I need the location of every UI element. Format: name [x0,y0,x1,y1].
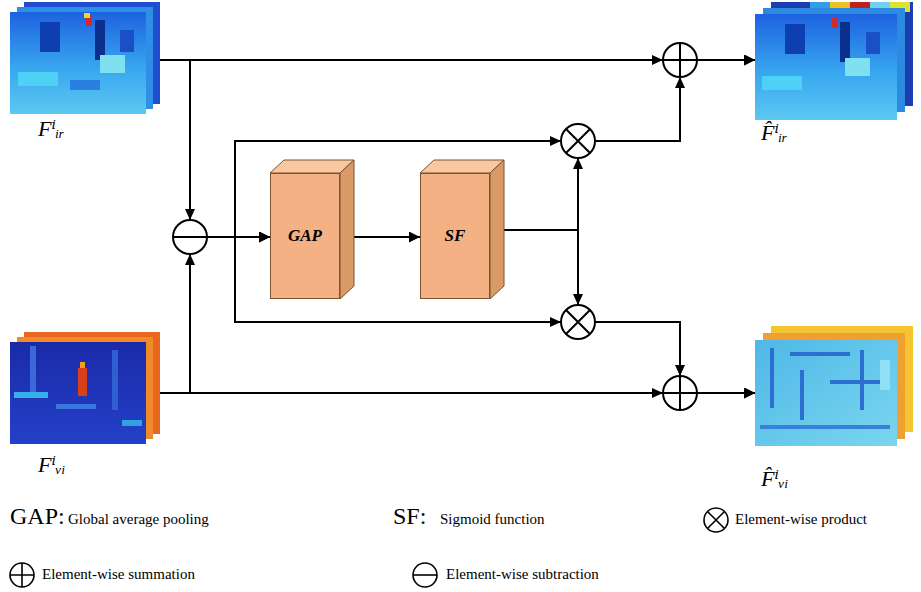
connector-arrow [490,60,755,230]
summation-symbol [663,376,697,410]
image-spacer [10,332,160,444]
subtraction-symbol [173,220,207,254]
feature-map [755,2,913,120]
legend-entry: Element-wise product [735,511,867,528]
feature-map-node: F̂ⁱᵥᵢ [755,326,913,492]
feature-map [755,326,913,446]
legend-entry: Global average pooling [68,511,209,528]
legend-text: Sigmoid function [440,511,545,527]
summation-symbol [663,43,697,77]
legend-entry: Element-wise subtraction [446,566,599,583]
connector-arrow [160,60,270,237]
product-symbol [704,508,728,532]
box-depth [270,160,504,299]
product-symbol [561,305,595,339]
feature-map-node: Fⁱᵢᵣ [10,2,160,142]
module-box: SF [420,173,490,299]
legend-text: Element-wise product [735,511,867,527]
legend-key: SF: [393,503,426,530]
image-spacer [755,326,913,446]
connector-arrow [490,230,755,393]
module-label: SF [445,226,466,246]
legend-text: Element-wise summation [42,566,195,582]
feature-label: Fⁱᵥᵢ [10,452,160,478]
feature-label: Fⁱᵢᵣ [10,116,160,142]
legend-text: Global average pooling [68,511,209,527]
arrowhead [185,55,685,398]
module-box: GAP [270,173,340,299]
feature-map-node: Fⁱᵥᵢ [10,332,160,478]
module-label: GAP [288,226,322,246]
image-spacer [755,2,913,120]
feature-label: F̂ⁱᵥᵢ [755,466,913,492]
legend-key: GAP: [10,503,65,530]
legend-text: Element-wise subtraction [446,566,599,582]
product-symbol [561,124,595,158]
connector-arrow [160,237,270,393]
feature-map [10,332,160,444]
summation-symbol [10,563,34,587]
feature-map-node: F̂ⁱᵢᵣ [755,2,913,146]
feature-map [10,2,160,114]
image-spacer [10,2,160,114]
feature-label: F̂ⁱᵢᵣ [755,120,913,146]
legend-entry: Sigmoid function [440,511,545,528]
subtraction-symbol [413,563,437,587]
legend-entry: Element-wise summation [42,566,195,583]
